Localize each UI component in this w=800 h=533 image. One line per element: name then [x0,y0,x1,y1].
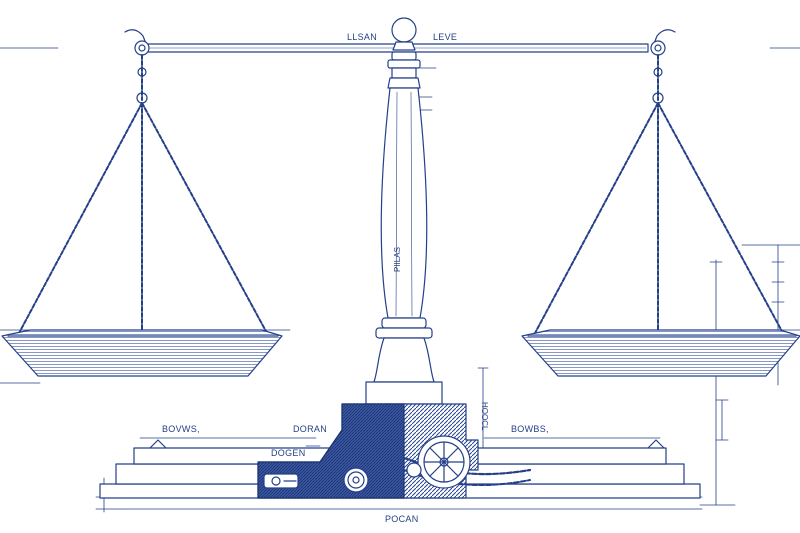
label-bottom: POCAN [385,514,419,524]
right-pan-assembly [521,54,800,377]
valve-icon [263,473,299,489]
label-base-left: BOVWS, [162,424,200,434]
dimension-ticks [709,261,785,441]
label-pillar: PIILAS [393,247,402,272]
gear-icon [343,467,369,493]
label-base-mid-lower: DOGEN [271,448,306,458]
label-top-right: LEVE [433,32,457,42]
wheel-icon [406,435,471,489]
left-pan-assembly [0,54,291,377]
label-top-left: LLSAN [347,32,377,42]
label-base-mid-upper: DORAN [293,424,327,434]
column-finial [387,17,421,89]
label-base-right: BOWBS, [511,424,549,434]
label-side-right: HOOCL [480,402,489,431]
column-shaft [365,87,443,405]
